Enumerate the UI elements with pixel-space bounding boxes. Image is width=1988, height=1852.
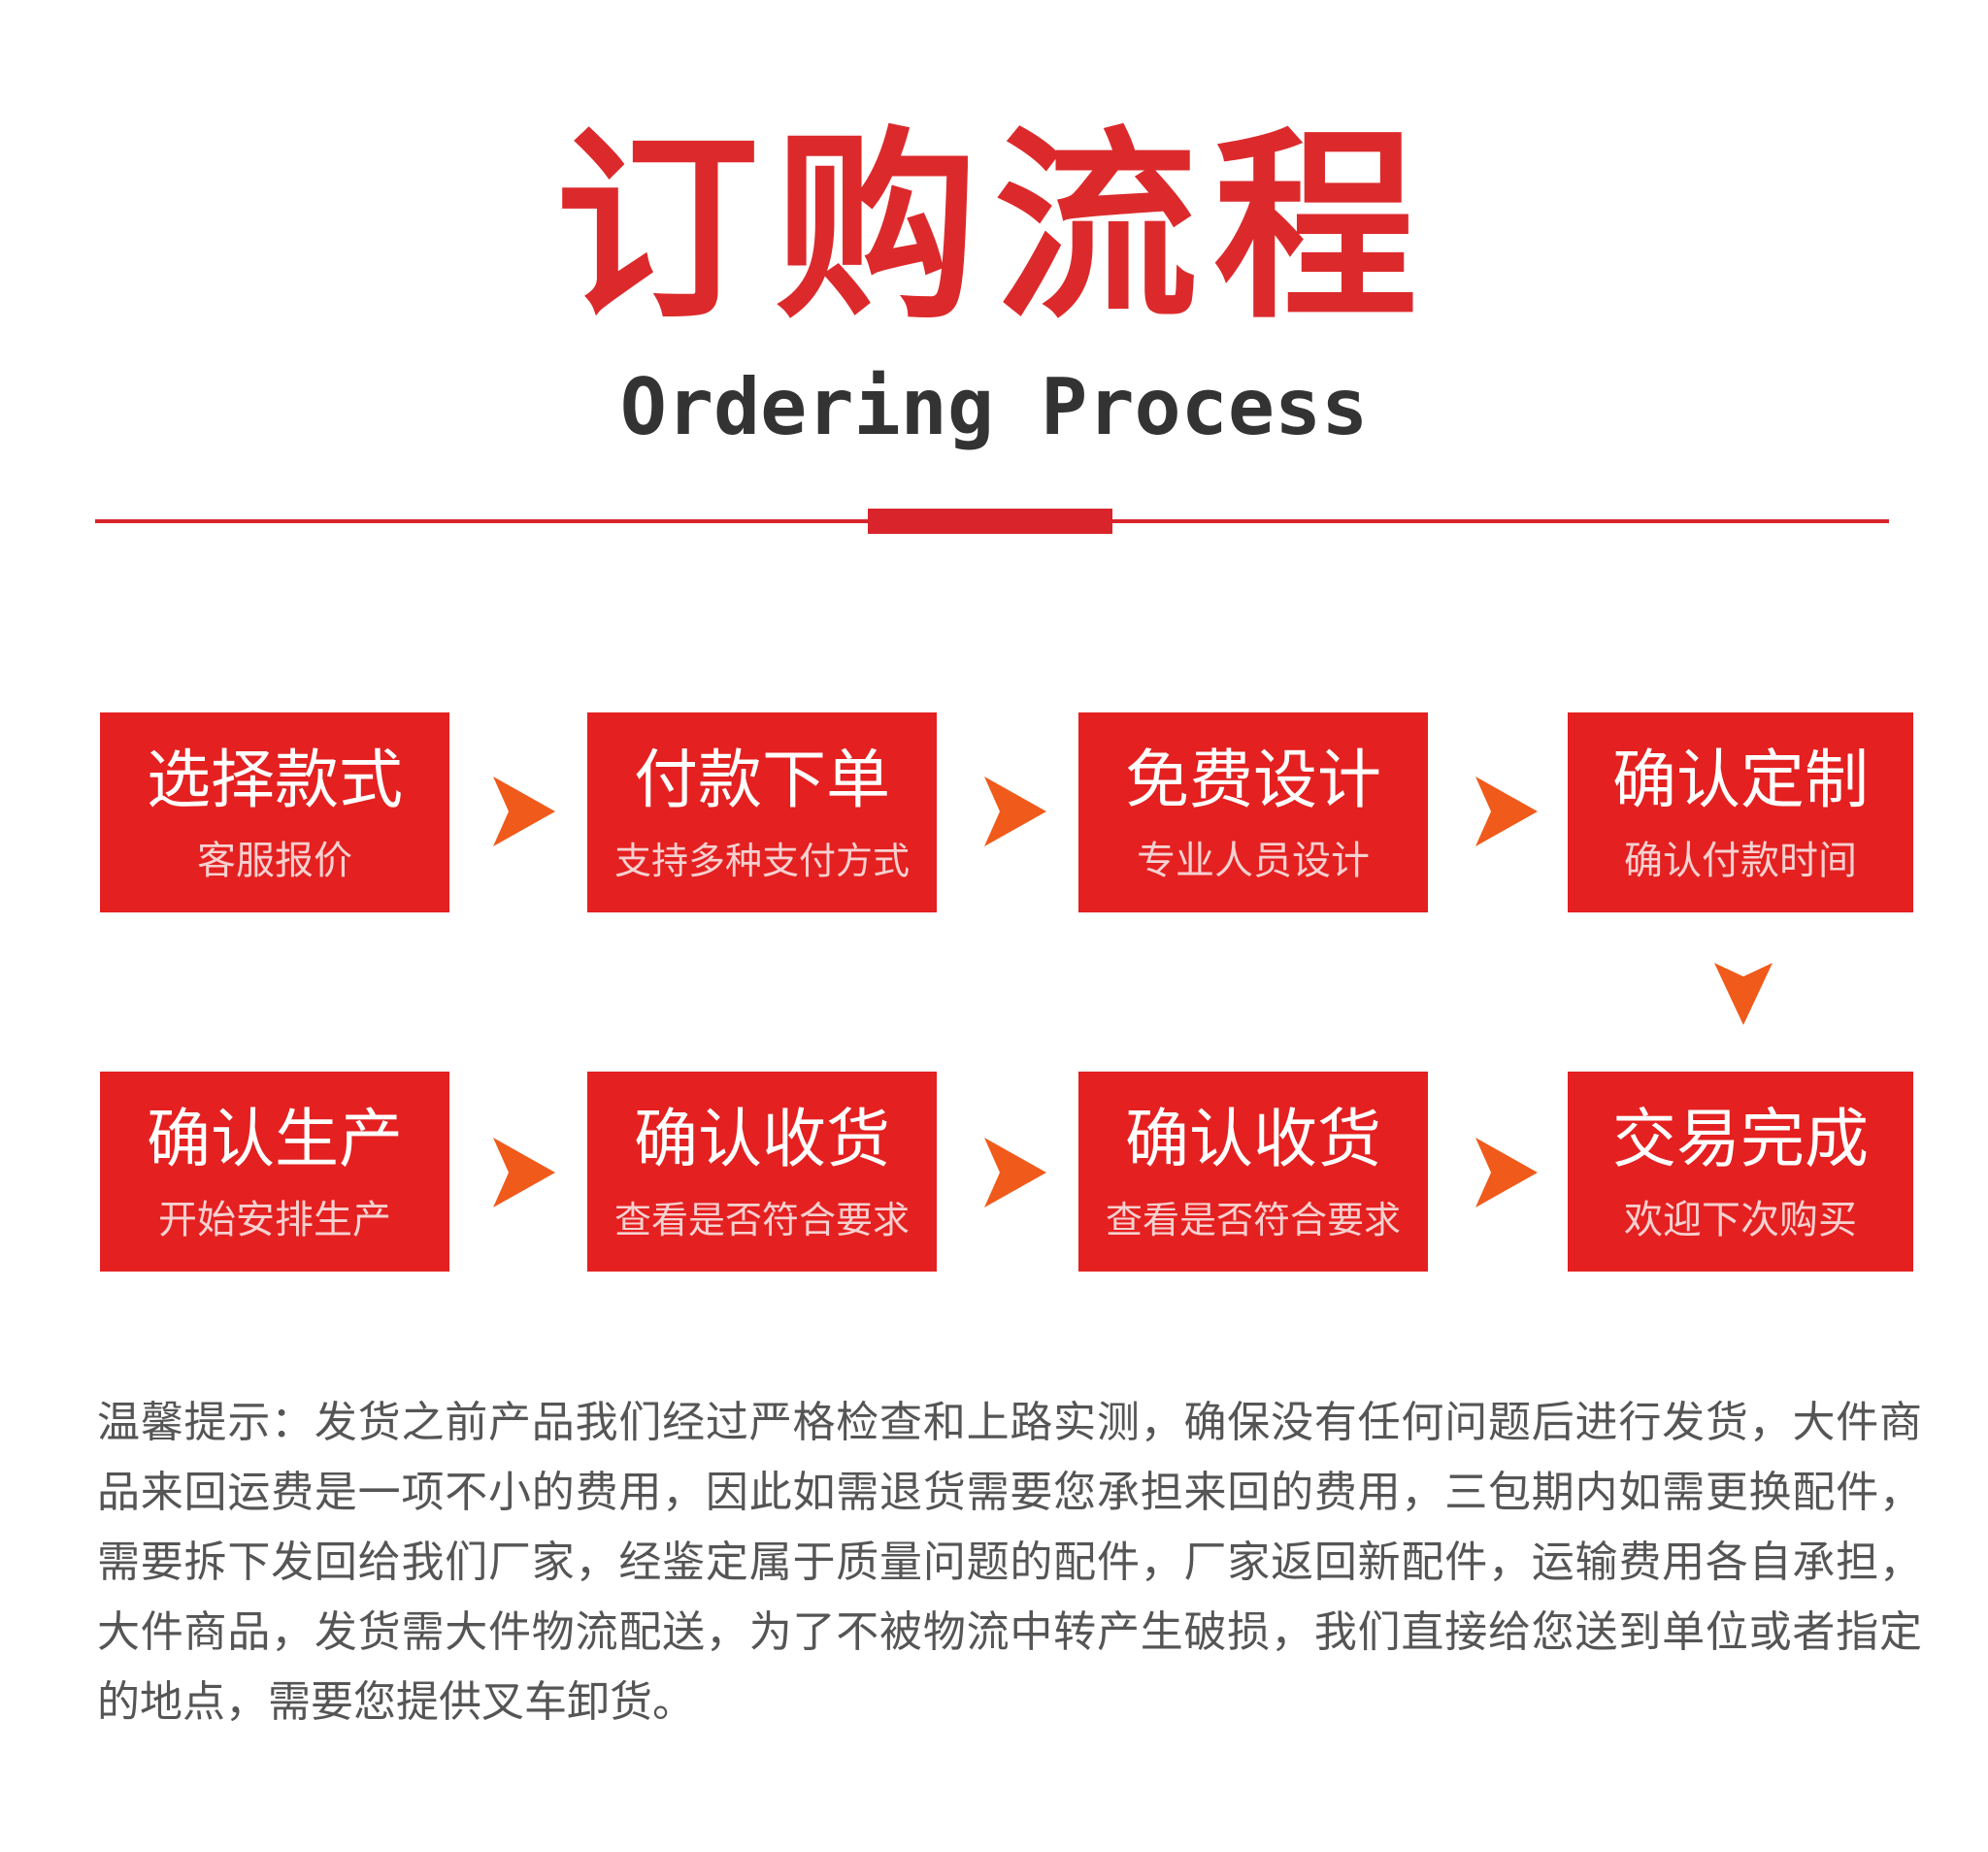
- shipping-notice: 温馨提示：发货之前产品我们经过严格检查和上路实测，确保没有任何问题后进行发货，大…: [97, 1388, 1922, 1737]
- step-title: 免费设计: [1125, 743, 1381, 817]
- step-subtitle: 专业人员设计: [1137, 839, 1370, 883]
- step-card-5: 确认生产 开始安排生产: [100, 1072, 449, 1272]
- step-card-2: 付款下单 支持多种支付方式: [587, 712, 937, 912]
- step-title: 确认收货: [634, 1102, 890, 1176]
- arrow-right-icon: [1475, 1138, 1538, 1207]
- step-subtitle: 查看是否符合要求: [1105, 1199, 1401, 1241]
- step-title: 选择款式: [147, 743, 403, 817]
- step-title: 确认收货: [1125, 1102, 1381, 1176]
- step-title: 确认生产: [147, 1102, 403, 1176]
- step-subtitle: 支持多种支付方式: [613, 840, 910, 882]
- page-title: 订购流程: [554, 109, 1433, 347]
- step-title: 付款下单: [634, 743, 890, 817]
- arrow-right-icon: [493, 777, 555, 846]
- divider-accent: [868, 509, 1112, 534]
- arrow-right-icon: [493, 1138, 555, 1207]
- step-subtitle: 确认付款时间: [1624, 839, 1857, 883]
- notice-body: 发货之前产品我们经过严格检查和上路实测，确保没有任何问题后进行发货，大件商品来回…: [97, 1398, 1923, 1727]
- arrow-right-icon: [984, 1138, 1046, 1207]
- page-subtitle: Ordering Process: [619, 362, 1369, 452]
- step-card-7: 确认收货 查看是否符合要求: [1078, 1072, 1428, 1272]
- step-title: 交易完成: [1612, 1102, 1869, 1176]
- step-title: 确认定制: [1612, 743, 1869, 817]
- step-subtitle: 查看是否符合要求: [613, 1199, 910, 1241]
- step-card-3: 免费设计 专业人员设计: [1078, 712, 1428, 912]
- notice-label: 温馨提示：: [97, 1398, 315, 1447]
- step-card-6: 确认收货 查看是否符合要求: [587, 1072, 937, 1272]
- step-subtitle: 客服报价: [197, 839, 352, 883]
- step-subtitle: 欢迎下次购买: [1624, 1198, 1857, 1242]
- arrow-down-icon: [1714, 963, 1773, 1025]
- step-card-8: 交易完成 欢迎下次购买: [1568, 1072, 1913, 1272]
- step-subtitle: 开始安排生产: [158, 1198, 391, 1242]
- arrow-right-icon: [984, 777, 1046, 846]
- arrow-right-icon: [1475, 777, 1538, 846]
- step-card-1: 选择款式 客服报价: [100, 712, 449, 912]
- step-card-4: 确认定制 确认付款时间: [1568, 712, 1913, 912]
